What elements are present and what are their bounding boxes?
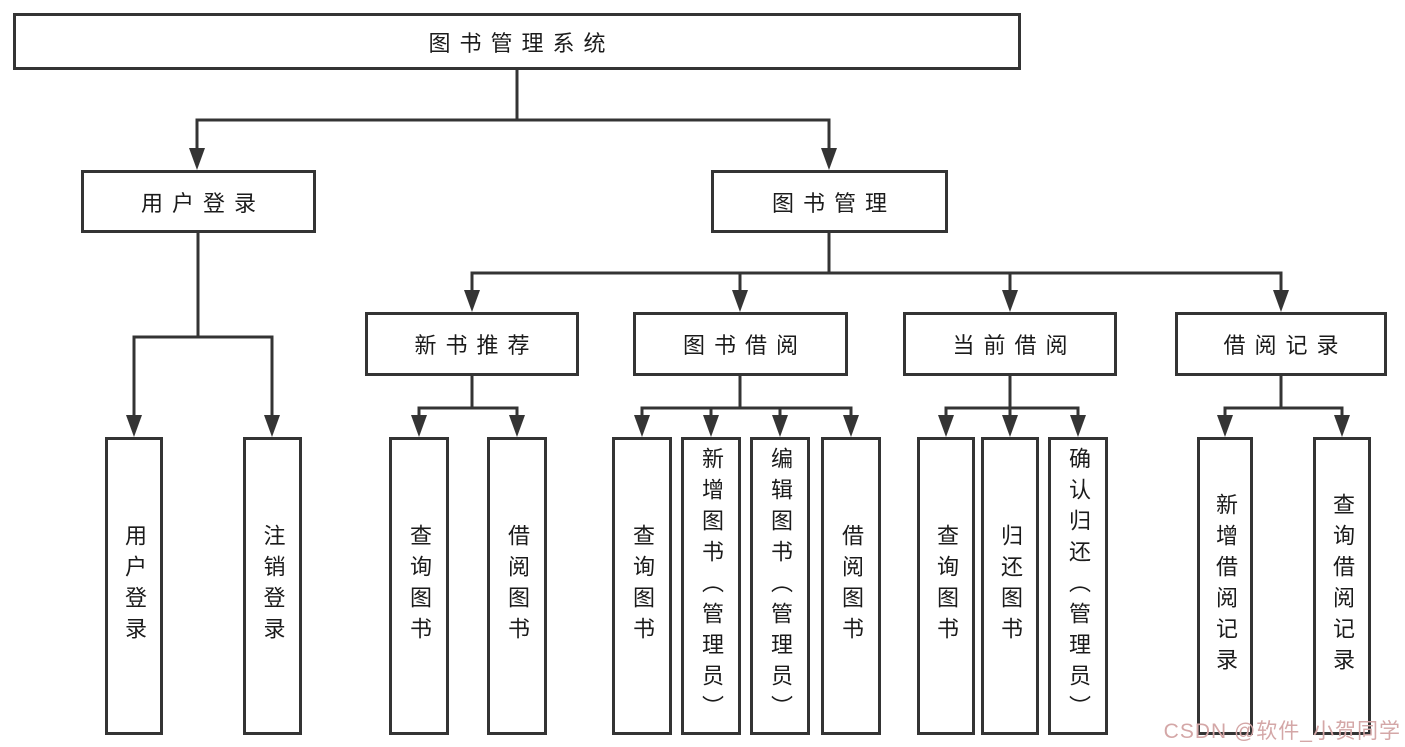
arrowhead <box>126 415 142 437</box>
leaf-query-borrow-record: 查询借阅记录 <box>1313 437 1371 735</box>
leaf-confirm-return-admin: 确认归还（管理员） <box>1048 437 1108 735</box>
connector-records-to-leaves <box>1223 376 1344 418</box>
connector-current-to-leaves <box>944 376 1080 418</box>
arrowhead <box>1217 415 1233 437</box>
leaf-user-login: 用户登录 <box>105 437 163 735</box>
node-library-system: 图书管理系统 <box>13 13 1021 70</box>
arrowheads <box>126 148 1350 437</box>
arrowhead <box>264 415 280 437</box>
arrowhead <box>1002 415 1018 437</box>
leaf-logout: 注销登录 <box>243 437 302 735</box>
leaf-edit-books-admin: 编辑图书（管理员） <box>750 437 810 735</box>
arrowhead <box>464 290 480 312</box>
arrowhead <box>509 415 525 437</box>
leaf-add-borrow-record: 新增借阅记录 <box>1197 437 1253 735</box>
node-user-login: 用户登录 <box>81 170 316 233</box>
leaf-add-books-admin: 新增图书（管理员） <box>681 437 741 735</box>
node-current-borrow: 当前借阅 <box>903 312 1117 376</box>
arrowhead <box>843 415 859 437</box>
arrowhead <box>772 415 788 437</box>
leaf-current-query-books: 查询图书 <box>917 437 975 735</box>
leaf-borrow-books: 借阅图书 <box>821 437 881 735</box>
arrowhead <box>821 148 837 170</box>
connector-root-to-level2 <box>195 70 831 150</box>
node-borrow-records: 借阅记录 <box>1175 312 1387 376</box>
arrowhead <box>411 415 427 437</box>
node-book-management: 图书管理 <box>711 170 948 233</box>
leaf-borrow-query-books: 查询图书 <box>612 437 672 735</box>
arrowhead <box>732 290 748 312</box>
arrowhead <box>938 415 954 437</box>
arrowhead <box>1334 415 1350 437</box>
arrowhead <box>1273 290 1289 312</box>
arrowhead <box>189 148 205 170</box>
arrowhead <box>1002 290 1018 312</box>
connector-lines <box>132 70 1344 418</box>
node-new-book-recommend: 新书推荐 <box>365 312 579 376</box>
leaf-return-books: 归还图书 <box>981 437 1039 735</box>
connector-login-to-leaves <box>132 233 274 418</box>
connector-borrow-to-leaves <box>640 376 853 418</box>
arrowhead <box>703 415 719 437</box>
connector-manage-to-level3 <box>470 233 1283 293</box>
arrowhead <box>634 415 650 437</box>
arrowhead <box>1070 415 1086 437</box>
leaf-recommend-query-books: 查询图书 <box>389 437 449 735</box>
leaf-recommend-borrow-books: 借阅图书 <box>487 437 547 735</box>
node-book-borrow: 图书借阅 <box>633 312 848 376</box>
connector-recommend-to-leaves <box>417 376 519 418</box>
